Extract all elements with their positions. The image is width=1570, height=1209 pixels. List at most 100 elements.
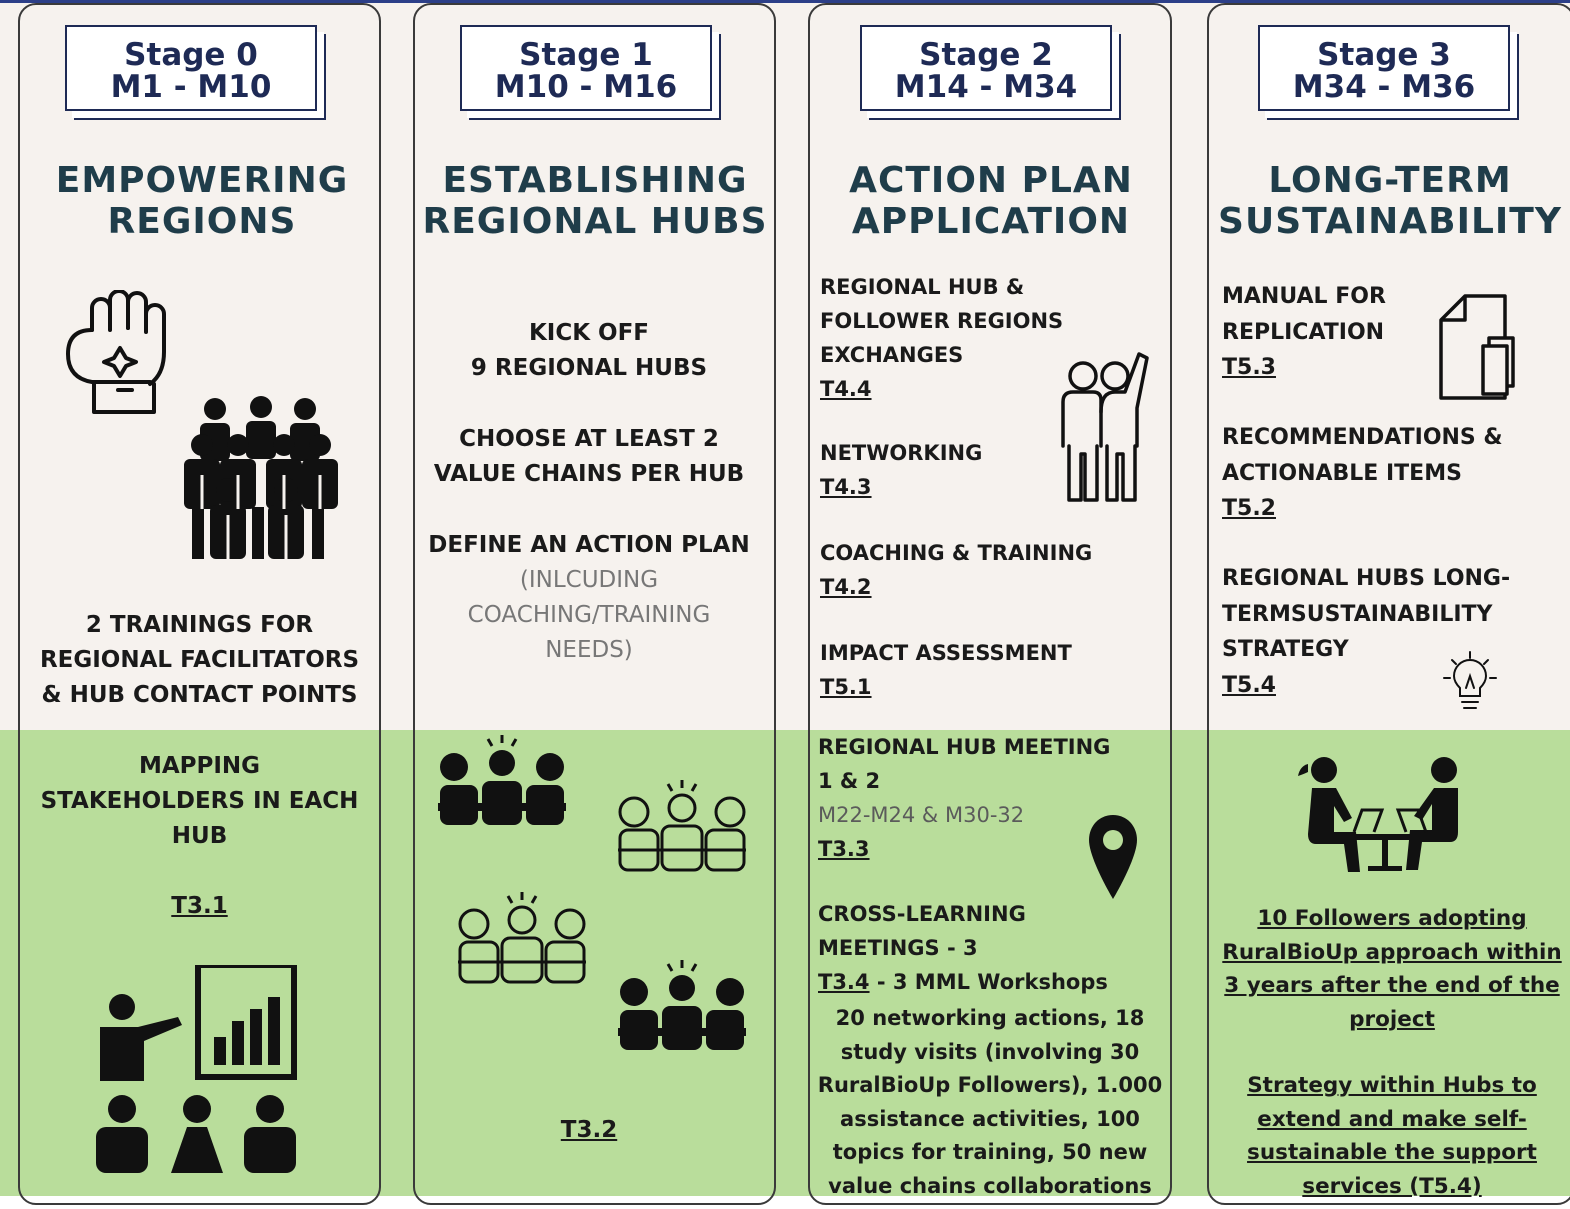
stage-1-title-line1: ESTABLISHING: [442, 160, 748, 201]
stage-2-networking-task[interactable]: T4.3: [820, 475, 872, 499]
stage-2-exchanges-line2: FOLLOWER REGIONS: [820, 309, 1064, 333]
documents-icon: [1439, 294, 1515, 400]
stage-2-impact-line1: IMPACT ASSESSMENT: [820, 641, 1072, 665]
lightbulb-icon: [1443, 651, 1497, 709]
stage-2-meeting-item: REGIONAL HUB MEETING 1 & 2 M22-M24 & M30…: [818, 730, 1110, 866]
stage-3-strategy-line2: TERMSUSTAINABILITY: [1222, 601, 1493, 627]
stage-2-summary-line3: RuralBioUp Followers), 1.000: [817, 1073, 1163, 1097]
bottom-strip: [0, 1196, 1570, 1209]
stage-2-meeting-months: M22-M24 & M30-32: [818, 803, 1025, 827]
stage-2-summary-line2: study visits (involving 30: [840, 1039, 1140, 1064]
stage-3-para2-line4: services (T5.4): [1302, 1173, 1482, 1199]
stage-1-kickoff-line1: KICK OFF: [528, 320, 650, 346]
stage-2-meeting-line1: REGIONAL HUB MEETING: [818, 735, 1111, 759]
stage-3-months: M34 - M36: [1292, 69, 1476, 105]
stage-1-title-line2: REGIONAL HUBS: [422, 201, 768, 242]
stage-3-label: Stage 3: [1317, 37, 1451, 73]
stage-0-title-line1: EMPOWERING: [55, 160, 349, 201]
stage-2-coaching-line1: COACHING & TRAINING: [820, 541, 1093, 565]
stage-3-manual-line2: REPLICATION: [1222, 319, 1385, 345]
stage-3-manual-item: MANUAL FOR REPLICATION T5.3: [1222, 279, 1386, 386]
stage-3-para1-line2: RuralBioUp approach within: [1222, 939, 1562, 965]
stage-3-strategy-task[interactable]: T5.4: [1222, 672, 1276, 698]
stage-3-title: LONG-TERM SUSTAINABILITY: [1200, 160, 1570, 242]
raised-fist-icon: [66, 290, 166, 414]
stage-1-action-plan-line2: (INLCUDING: [519, 567, 659, 593]
stage-2-networking-item: NETWORKING T4.3: [820, 436, 982, 504]
stage-3-para2-line2: extend and make self-: [1257, 1106, 1527, 1132]
crowd-icon: [184, 396, 338, 559]
stage-2-title: ACTION PLAN APPLICATION: [801, 160, 1181, 242]
stage-2-cross-line2: MEETINGS - 3: [818, 936, 978, 960]
stage-3-column: [1207, 3, 1570, 1205]
stage-1-task-link[interactable]: T3.2: [560, 1117, 618, 1143]
stage-2-coaching-task[interactable]: T4.2: [820, 575, 872, 599]
stage-2-summary-line5: topics for training, 50 new: [832, 1140, 1148, 1164]
team-meeting-outline-icon: [458, 892, 586, 984]
two-people-laptops-icon: [1298, 757, 1458, 872]
stage-3-strategy-item: REGIONAL HUBS LONG- TERMSUSTAINABILITY S…: [1222, 561, 1510, 703]
stage-3-manual-line1: MANUAL FOR: [1222, 284, 1386, 309]
team-meeting-icon: [618, 960, 746, 1050]
stage-2-title-line2: APPLICATION: [851, 201, 1131, 242]
stage-1-column: [413, 3, 776, 1205]
stage-3-para2-line3: sustainable the support: [1247, 1140, 1537, 1166]
stage-1-months: M10 - M16: [494, 69, 678, 105]
stage-2-title-line1: ACTION PLAN: [849, 160, 1133, 201]
stage-0-mapping-item: MAPPING STAKEHOLDERS IN EACH HUB: [18, 749, 381, 854]
planning-band: [0, 3, 1570, 730]
stage-2-summary-line1: 20 networking actions, 18: [835, 1006, 1145, 1030]
stage-1-title: ESTABLISHING REGIONAL HUBS: [405, 160, 785, 242]
stage-3-para1-line3: 3 years after the end of the: [1224, 973, 1560, 999]
stage-2-cross-line1: CROSS-LEARNING: [818, 902, 1026, 926]
stage-2-meeting-task[interactable]: T3.3: [818, 837, 870, 861]
stage-3-badge: Stage 3 M34 - M36: [1258, 25, 1510, 111]
audience-icon: [96, 1095, 296, 1173]
stage-1-action-plan-line1: DEFINE AN ACTION PLAN: [428, 532, 750, 558]
stage-3-title-line1: LONG-TERM: [1268, 160, 1512, 201]
stage-2-exchanges-task[interactable]: T4.4: [820, 377, 872, 401]
stage-3-recommendations-task[interactable]: T5.2: [1222, 496, 1276, 521]
stage-0-mapping-line3: HUB: [171, 823, 228, 849]
stage-3-strategy-paragraph[interactable]: Strategy within Hubs to extend and make …: [1212, 1069, 1570, 1203]
stage-0-title: EMPOWERING REGIONS: [12, 160, 392, 242]
stage-3-para2-line1: Strategy within Hubs to: [1247, 1073, 1537, 1098]
stage-2-badge: Stage 2 M14 - M34: [860, 25, 1112, 111]
team-meeting-icon: [438, 735, 566, 825]
stage-3-para1-line4: project: [1349, 1006, 1435, 1032]
stage-2-column: [808, 3, 1172, 1205]
stage-1-value-chains-line1: CHOOSE AT LEAST 2: [459, 426, 719, 452]
stage-3-recommendations-item: RECOMMENDATIONS & ACTIONABLE ITEMS T5.2: [1222, 420, 1503, 527]
stage-1-action-plan-line3: COACHING/TRAINING: [467, 602, 711, 628]
stage-2-exchanges-line3: EXCHANGES: [820, 343, 964, 367]
stage-1-kickoff-line2: 9 REGIONAL HUBS: [470, 355, 708, 381]
stage-3-strategy-line1: REGIONAL HUBS LONG-: [1222, 566, 1511, 591]
top-accent-bar: [0, 0, 1570, 3]
stage-0-training-item: 2 TRAININGS FOR REGIONAL FACILITATORS & …: [18, 608, 381, 713]
stage-2-cross-task[interactable]: T3.4: [818, 970, 870, 994]
stage-3-recommendations-line1: RECOMMENDATIONS &: [1222, 425, 1503, 450]
stage-0-column: [18, 3, 381, 1205]
stage-0-training-line3: & HUB CONTACT POINTS: [41, 682, 358, 708]
stage-2-exchanges-item: REGIONAL HUB & FOLLOWER REGIONS EXCHANGE…: [820, 270, 1063, 406]
stage-1-kickoff-item: KICK OFF 9 REGIONAL HUBS: [413, 316, 765, 386]
map-pin-icon: [1089, 815, 1137, 899]
stage-0-mapping-line1: MAPPING: [138, 753, 261, 779]
stage-3-recommendations-line2: ACTIONABLE ITEMS: [1222, 460, 1462, 486]
stage-3-manual-task[interactable]: T5.3: [1222, 355, 1276, 380]
stage-0-task-link[interactable]: T3.1: [171, 893, 228, 919]
stage-3-followers-paragraph[interactable]: 10 Followers adopting RuralBioUp approac…: [1212, 902, 1570, 1036]
stage-1-badge: Stage 1 M10 - M16: [460, 25, 712, 111]
stage-0-training-line1: 2 TRAININGS FOR: [85, 612, 314, 638]
stage-0-mapping-line2: STAKEHOLDERS IN EACH: [40, 788, 359, 814]
two-people-waving-icon: [1061, 352, 1149, 502]
stage-3-strategy-line3: STRATEGY: [1222, 637, 1349, 662]
stage-1-value-chains-line2: VALUE CHAINS PER HUB: [433, 461, 745, 487]
presentation-icon: [100, 965, 297, 1081]
stage-3-para1-line1: 10 Followers adopting: [1257, 906, 1527, 931]
stage-2-impact-task[interactable]: T5.1: [820, 675, 872, 699]
stage-2-summary: 20 networking actions, 18 study visits (…: [812, 1002, 1168, 1203]
stage-2-networking-line1: NETWORKING: [820, 441, 983, 465]
stage-2-cross-task-suffix: - 3 MML Workshops: [869, 970, 1108, 994]
stage-2-cross-learning-item: CROSS-LEARNING MEETINGS - 3 T3.4 - 3 MML…: [818, 897, 1108, 999]
